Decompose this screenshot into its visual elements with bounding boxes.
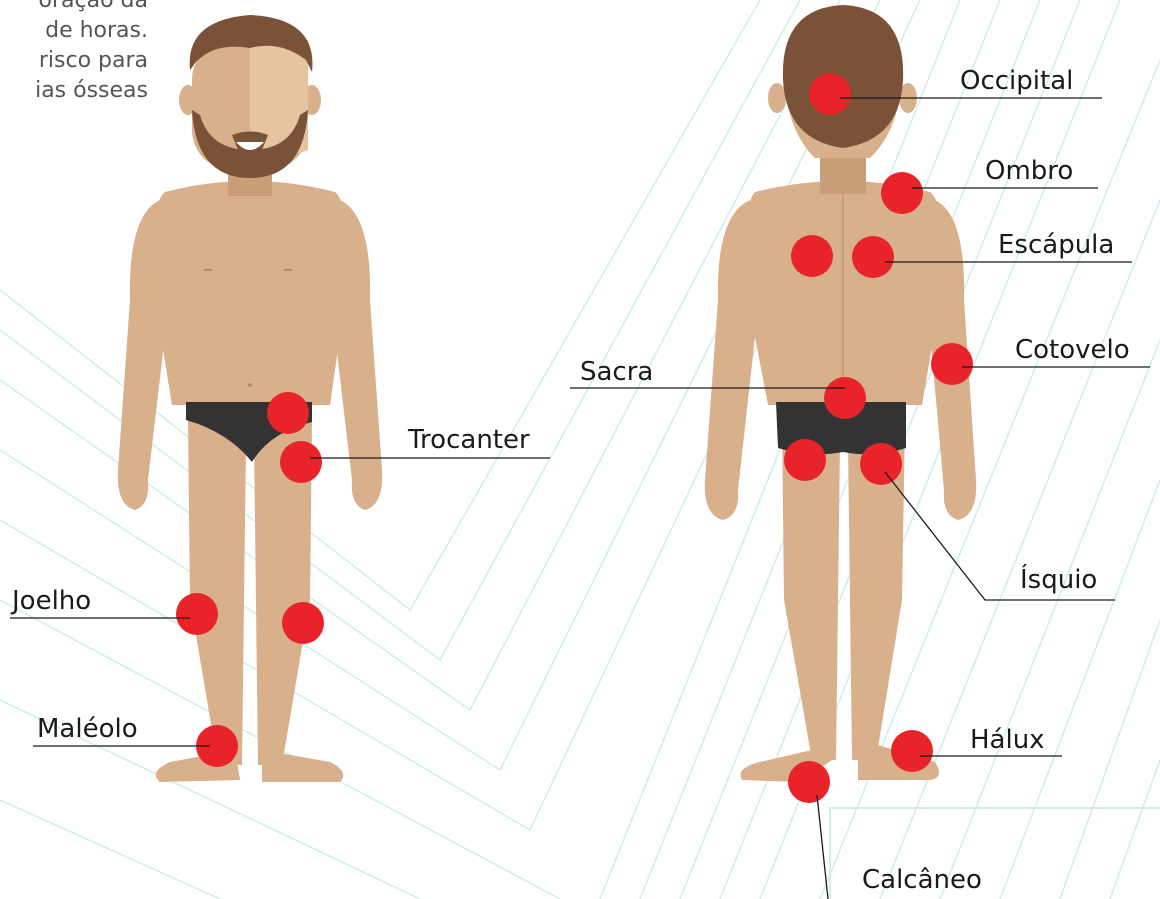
label-sacra: Sacra	[580, 357, 653, 387]
label-isquio: Ísquio	[1020, 565, 1097, 595]
label-joelho: Joelho	[12, 586, 91, 616]
marker-escapula-right	[852, 236, 894, 278]
marker-occipital	[809, 73, 851, 115]
marker-calcaneo	[788, 761, 830, 803]
label-halux: Hálux	[970, 725, 1045, 755]
marker-trocanter	[280, 441, 322, 483]
marker-escapula-left	[791, 235, 833, 277]
label-trocanter: Trocanter	[408, 425, 530, 455]
label-cotovelo: Cotovelo	[1015, 335, 1130, 365]
marker-joelho-right	[282, 602, 324, 644]
marker-cotovelo	[931, 343, 973, 385]
label-calcaneo: Calcâneo	[862, 865, 982, 895]
marker-isquio-right	[860, 443, 902, 485]
marker-ombro	[881, 172, 923, 214]
label-maleolo: Maléolo	[37, 714, 138, 744]
label-occipital: Occipital	[960, 66, 1073, 96]
marker-trocanter-upper	[267, 392, 309, 434]
marker-halux	[891, 730, 933, 772]
marker-isquio-left	[784, 439, 826, 481]
label-escapula: Escápula	[998, 230, 1114, 260]
marker-joelho-left	[176, 593, 218, 635]
label-ombro: Ombro	[985, 156, 1073, 186]
marker-sacra	[824, 377, 866, 419]
